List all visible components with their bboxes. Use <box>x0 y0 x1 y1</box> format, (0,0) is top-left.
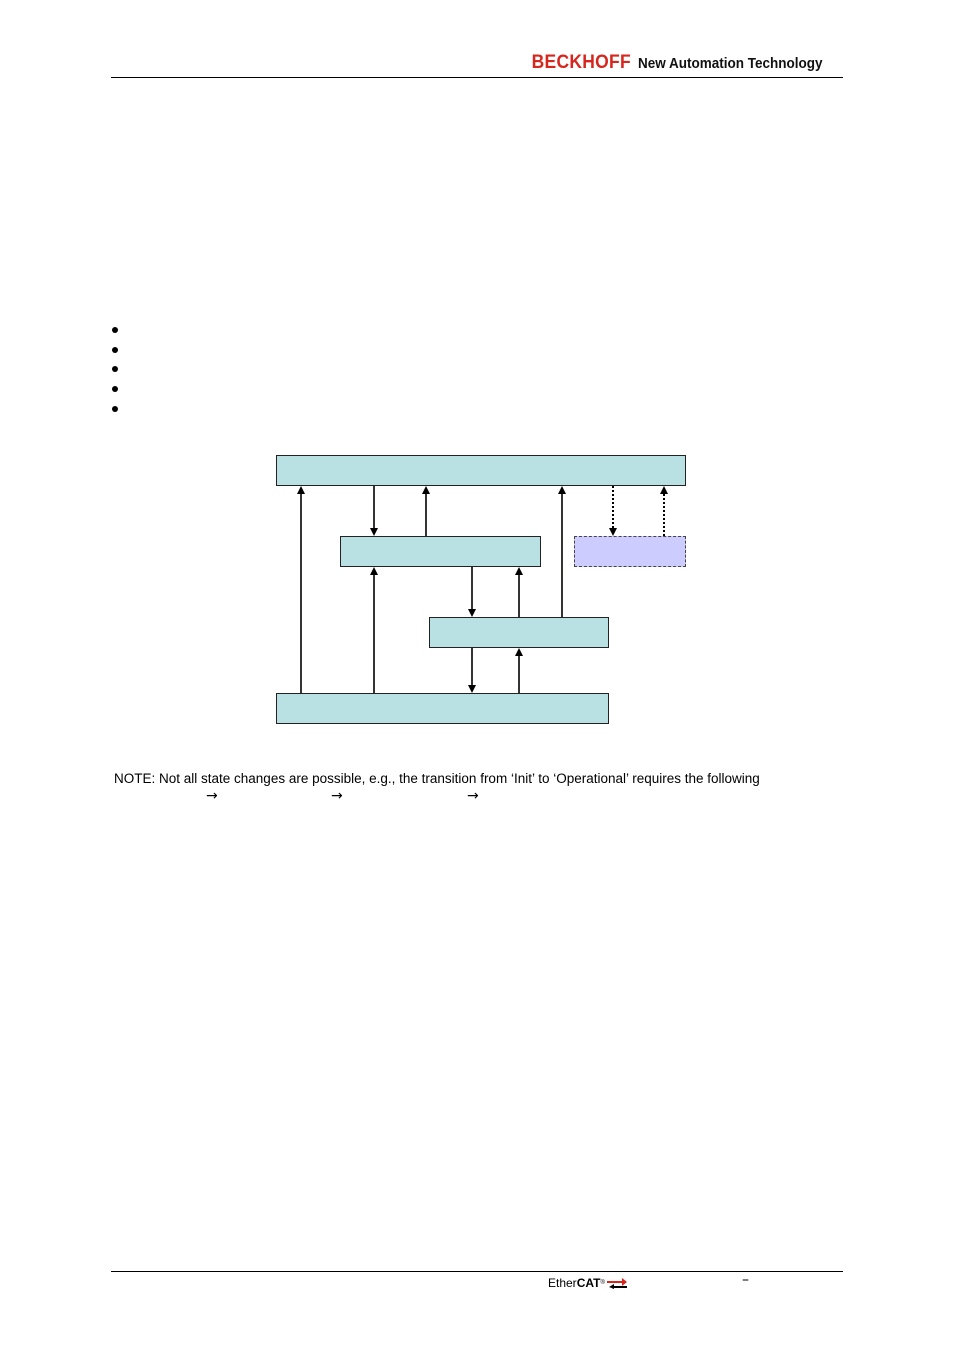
state-box-pre-operational <box>429 617 609 648</box>
footer-dash: – <box>742 1272 749 1288</box>
bullet-marker <box>112 327 118 333</box>
ethercat-arrows-icon <box>606 1278 627 1289</box>
footer-rule <box>111 1271 843 1272</box>
bullet-marker <box>112 386 118 392</box>
brand-logo: BECKHOFF <box>531 52 631 73</box>
bullet-marker <box>112 366 118 372</box>
note-arrow: → <box>206 788 218 804</box>
brand-tagline: New Automation Technology <box>638 55 823 72</box>
note-text: NOTE: Not all state changes are possible… <box>114 771 760 786</box>
note-arrow: → <box>467 788 479 804</box>
state-box-init <box>276 693 609 724</box>
ethercat-logo-ether: Ether <box>548 1276 577 1290</box>
header-logo: BECKHOFF New Automation Technology <box>523 52 843 74</box>
note-arrow: → <box>331 788 343 804</box>
state-box-bootstrap <box>574 536 686 567</box>
state-box-operational <box>276 455 686 486</box>
ethercat-logo-cat: CAT <box>576 1276 601 1290</box>
header-rule <box>111 77 843 78</box>
state-box-safe-operational <box>340 536 541 567</box>
bullet-marker <box>112 347 118 353</box>
bullet-marker <box>112 406 118 412</box>
ethercat-logo-reg: ® <box>600 1280 605 1286</box>
